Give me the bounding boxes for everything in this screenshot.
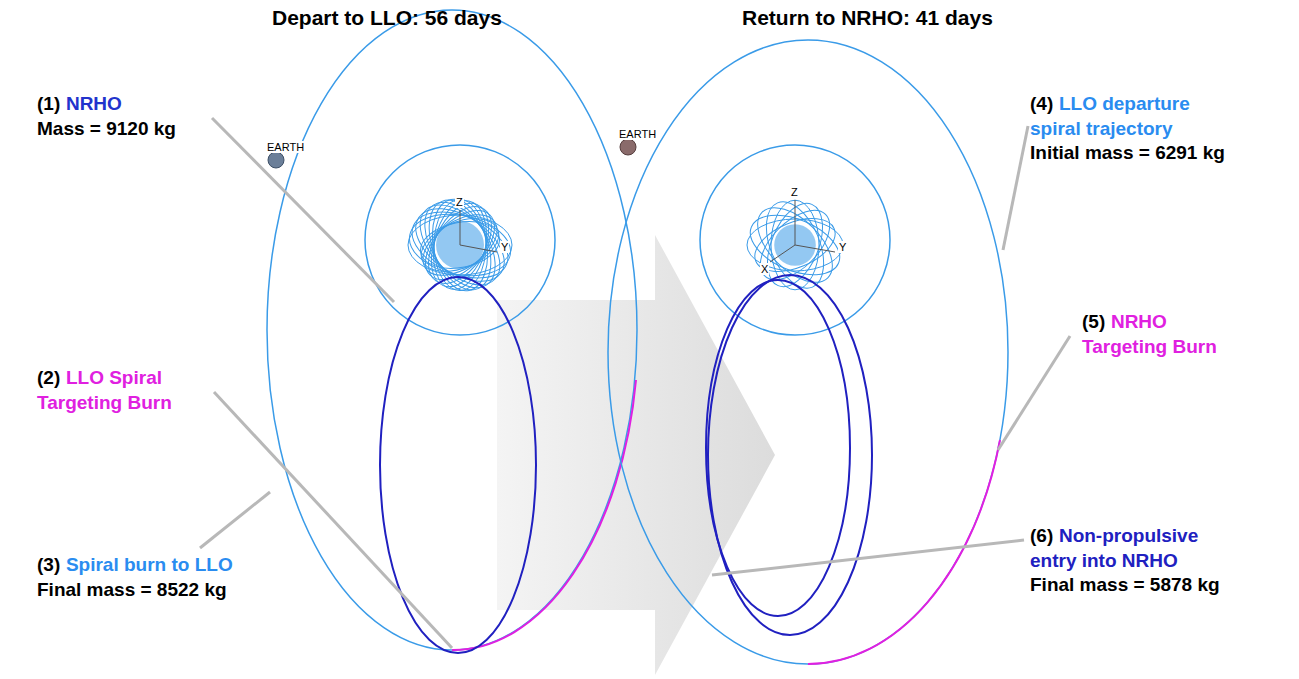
callout-group: (5)NRHO Targeting Burn — [1082, 310, 1252, 359]
text-line: Final mass = 8522 kg — [37, 578, 233, 603]
callout-number: (3) — [37, 554, 60, 575]
targeting-burn-arc — [452, 380, 636, 650]
callout-group: (4)LLO departure spiral trajectoryInitia… — [1030, 92, 1245, 166]
callout-group: Return to NRHO: 41 days — [742, 4, 993, 31]
leader-line — [1003, 126, 1028, 250]
spiral-loop — [748, 198, 842, 292]
spiral-loop — [416, 195, 505, 294]
callout-group: X — [760, 262, 769, 276]
spiral-orbit — [700, 145, 890, 335]
mass-value: Mass = 9120 kg — [37, 118, 176, 139]
panel-title: Return to NRHO: 41 days — [742, 6, 993, 29]
nrho-orbit — [706, 280, 850, 616]
panel-title: Depart to LLO: 56 days — [272, 6, 502, 29]
spiral-loop — [756, 195, 833, 294]
text-line: Y — [500, 240, 509, 254]
leader-line — [998, 336, 1070, 450]
text-line: X — [760, 262, 769, 276]
earth-symbol — [620, 139, 636, 155]
text-line: Z — [455, 195, 464, 209]
callout-group: Z — [790, 185, 799, 199]
callout-group: Y — [500, 240, 509, 254]
axis-label: Y — [500, 241, 509, 253]
text-line: Y — [838, 240, 847, 254]
spiral-loop — [414, 208, 507, 282]
axis-line — [770, 245, 795, 262]
callout-label: Non-propulsive entry into NRHO — [1030, 525, 1198, 571]
text-line: (1) NRHO — [37, 92, 176, 117]
callout-group: EARTH — [266, 140, 305, 154]
text-line: (3) Spiral burn to LLO — [37, 553, 233, 578]
callout-group: Y — [838, 240, 847, 254]
earth-label: EARTH — [266, 141, 305, 153]
callout-number: (4) — [1030, 93, 1053, 114]
callout-label: Spiral burn to LLO — [66, 554, 233, 575]
callout-group: EARTH — [618, 127, 657, 141]
text-line: (6)Non-propulsive entry into NRHO — [1030, 524, 1245, 573]
callout-group: (3) Spiral burn to LLO Final mass = 8522 k… — [37, 553, 233, 602]
text-line: (5)NRHO Targeting Burn — [1082, 310, 1252, 359]
text-line: Mass = 9120 kg — [37, 117, 176, 142]
leader-line — [212, 118, 394, 302]
axis-label: X — [760, 263, 769, 275]
callout-number: (1) — [37, 93, 60, 114]
axis-label: Y — [838, 241, 847, 253]
callout-label: LLO departure spiral trajectory — [1030, 93, 1190, 139]
leader-line — [200, 492, 270, 548]
text-line: Z — [790, 185, 799, 199]
leader-line — [712, 540, 1024, 575]
text-line: EARTH — [618, 127, 657, 141]
text-line: Return to NRHO: 41 days — [742, 4, 993, 31]
earth-label: EARTH — [618, 128, 657, 140]
axis-line — [460, 245, 497, 252]
text-line: (2)LLO Spiral Targeting Burn — [37, 366, 237, 415]
callout-group: (1) NRHO Mass = 9120 kg — [37, 92, 176, 141]
spiral-loop — [745, 195, 846, 296]
callout-number: (6) — [1030, 525, 1053, 546]
callout-number: (5) — [1082, 311, 1105, 332]
text-line: Final mass = 5878 kg — [1030, 573, 1245, 598]
axis-line — [460, 210, 461, 245]
spiral-loop — [412, 202, 507, 287]
text-line: Depart to LLO: 56 days — [272, 4, 502, 31]
spiral-loop — [410, 190, 509, 300]
callout-group: (2)LLO Spiral Targeting Burn — [37, 366, 237, 415]
moon-spiral — [402, 190, 517, 300]
nrho-orbit — [708, 275, 872, 635]
spiral-loop — [406, 191, 515, 300]
callout-group: (6)Non-propulsive entry into NRHOFinal m… — [1030, 524, 1245, 598]
text-line: EARTH — [266, 140, 305, 154]
leader-line — [214, 392, 452, 648]
spiral-orbit — [267, 10, 637, 650]
spiral-loop — [403, 194, 517, 297]
axis-line — [795, 200, 796, 245]
mass-value: Final mass = 8522 kg — [37, 579, 227, 600]
axis-label: Z — [790, 186, 799, 198]
axis-label: Z — [455, 196, 464, 208]
moon-spiral — [742, 193, 849, 296]
spiral-orbit — [365, 145, 555, 335]
text-line: Initial mass = 6291 kg — [1030, 141, 1245, 166]
callout-label: NRHO — [66, 93, 122, 114]
mass-value: Final mass = 5878 kg — [1030, 574, 1220, 595]
text-line: (4)LLO departure spiral trajectory — [1030, 92, 1245, 141]
callout-group: Depart to LLO: 56 days — [272, 4, 502, 31]
callout-number: (2) — [37, 367, 60, 388]
callout-group: Z — [455, 195, 464, 209]
departure-spiral — [608, 40, 1008, 664]
axis-line — [795, 245, 835, 252]
earth-symbol — [268, 152, 284, 168]
mass-value: Initial mass = 6291 kg — [1030, 142, 1225, 163]
